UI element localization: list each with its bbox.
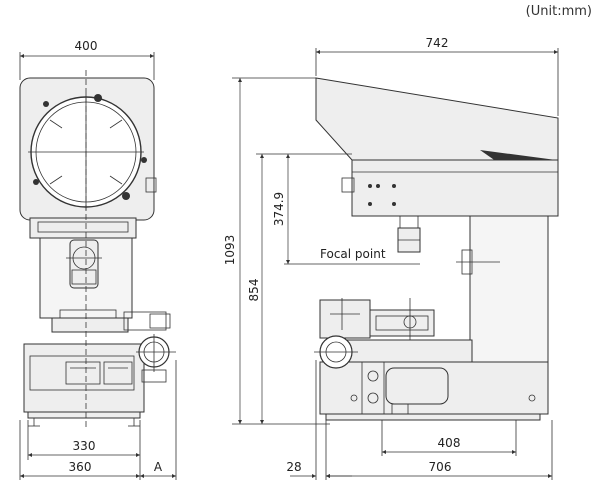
side-column — [469, 215, 549, 365]
unit-label: (Unit:mm) — [525, 4, 592, 19]
side-height-1093: 1093 — [223, 235, 237, 266]
front-offset-A: A — [154, 460, 163, 474]
side-stage-408: 408 — [438, 436, 461, 450]
side-hood — [315, 77, 559, 161]
side-width-742: 742 — [426, 36, 449, 50]
side-height-854: 854 — [247, 279, 261, 302]
front-base — [23, 343, 145, 413]
front-stage — [51, 317, 129, 333]
front-width-400: 400 — [75, 39, 98, 53]
side-view: 742 1093 854 374.9 Focal point 408 — [223, 36, 559, 480]
front-base-330: 330 — [73, 439, 96, 453]
side-offset-28: 28 — [286, 460, 301, 474]
focal-point-label: Focal point — [320, 247, 386, 261]
front-view: 400 330 360 A — [19, 39, 177, 480]
head-lower-block — [29, 217, 137, 239]
side-base-706: 706 — [429, 460, 452, 474]
side-head-box — [351, 159, 559, 217]
side-screen-to-focal: 374.9 — [272, 192, 286, 226]
front-base-360: 360 — [69, 460, 92, 474]
